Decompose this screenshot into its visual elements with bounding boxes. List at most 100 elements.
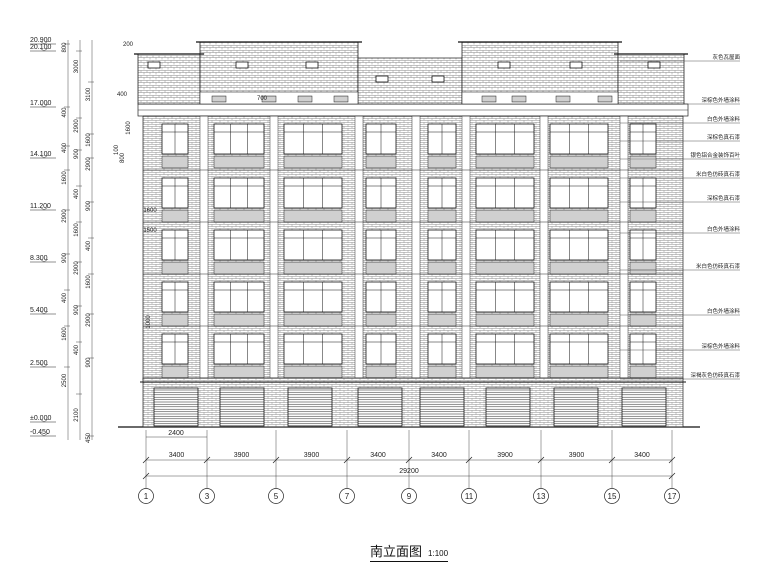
- pilaster: [411, 115, 421, 381]
- segment-dim-label: 3400: [169, 452, 185, 459]
- dim-slash: [272, 456, 280, 464]
- window: [427, 229, 457, 275]
- louver-panel: [629, 209, 657, 223]
- garage-door: [219, 387, 265, 427]
- left-dim-label: 2100: [74, 408, 80, 422]
- roof-middle: [357, 57, 463, 105]
- inner-dim-label: 200: [123, 42, 134, 48]
- window: [365, 281, 397, 327]
- vent-louver: [211, 95, 227, 103]
- segment-dim-label: 3900: [234, 452, 250, 459]
- window: [427, 177, 457, 223]
- louver-panel: [427, 155, 457, 169]
- drawing-labels: 20.90020.10017.00014.10011.2008.3005.400…: [30, 37, 740, 501]
- window: [283, 177, 343, 223]
- garage-door: [287, 387, 333, 427]
- garage-door: [553, 387, 599, 427]
- window: [549, 333, 609, 379]
- axis-label: 9: [407, 492, 412, 501]
- level-mark: [39, 432, 49, 437]
- inner-dim-label: 1500: [143, 228, 157, 234]
- dim-slash: [668, 472, 676, 480]
- axis-label: 11: [465, 492, 474, 501]
- louver-panel: [283, 365, 343, 379]
- louver-panel: [549, 209, 609, 223]
- left-dim-label: 400: [62, 142, 68, 153]
- dim-slash: [142, 456, 150, 464]
- window: [365, 229, 397, 275]
- window: [283, 281, 343, 327]
- drawing-scale: 1:100: [428, 549, 449, 558]
- window: [213, 177, 265, 223]
- window: [161, 123, 189, 169]
- top-deco-band: [199, 91, 359, 105]
- louver-panel: [549, 155, 609, 169]
- vent-louver: [511, 95, 527, 103]
- level-mark: [39, 363, 49, 368]
- window: [475, 229, 535, 275]
- garage-door: [419, 387, 465, 427]
- level-label: 17.000: [30, 100, 52, 107]
- window: [629, 123, 657, 169]
- dim-slash: [537, 456, 545, 464]
- window-frame: [549, 177, 609, 209]
- level-label: 20.100: [30, 44, 52, 51]
- louver-panel: [629, 155, 657, 169]
- axis-bubble: [533, 488, 549, 504]
- level-label: 20.900: [30, 37, 52, 44]
- level-mark: [39, 206, 49, 211]
- axis-bubble: [604, 488, 620, 504]
- louver-panel: [213, 313, 265, 327]
- level-mark: [39, 258, 49, 263]
- vent-louver: [597, 95, 613, 103]
- inner-dim-label: 400: [117, 92, 128, 98]
- left-dim-label: 2900: [86, 157, 92, 171]
- axis-bubble: [268, 488, 284, 504]
- louver-panel: [161, 365, 189, 379]
- louver-panel: [475, 261, 535, 275]
- window: [629, 281, 657, 327]
- vent-louver: [333, 95, 349, 103]
- louver-panel: [213, 155, 265, 169]
- left-dim-label: 2900: [74, 261, 80, 275]
- left-dim-label: 1600: [74, 223, 80, 237]
- vent-louver: [481, 95, 497, 103]
- level-label: 11.200: [30, 203, 51, 210]
- dormer-window: [375, 75, 389, 83]
- axis-bubble: [138, 488, 154, 504]
- material-callout: 深棕色真石漆: [707, 133, 741, 141]
- louver-panel: [283, 155, 343, 169]
- louver-panel: [629, 261, 657, 275]
- window-frame: [213, 281, 265, 313]
- left-dim-label: 450: [86, 432, 92, 443]
- pilaster: [354, 115, 364, 381]
- louver-panel: [475, 155, 535, 169]
- axis-label: 13: [537, 492, 546, 501]
- pilaster: [269, 115, 279, 381]
- window-frame: [475, 229, 535, 261]
- inner-dim-label: 100: [114, 144, 120, 155]
- dormer-window: [147, 61, 161, 69]
- window: [475, 281, 535, 327]
- vent-louver: [261, 95, 277, 103]
- window: [427, 123, 457, 169]
- left-dim-label: 400: [62, 107, 68, 118]
- level-mark: [39, 47, 49, 52]
- louver-panel: [283, 313, 343, 327]
- level-label: 2.500: [30, 360, 48, 367]
- material-callout: 白色外墙涂料: [707, 307, 741, 315]
- window: [161, 281, 189, 327]
- window-frame: [283, 281, 343, 313]
- left-dim-label: 900: [62, 252, 68, 263]
- pilaster: [461, 115, 471, 381]
- window-frame: [549, 229, 609, 261]
- level-mark: [39, 103, 49, 108]
- pilaster: [199, 115, 209, 381]
- window: [213, 333, 265, 379]
- axis-bubble: [339, 488, 355, 504]
- garage-door: [153, 387, 199, 427]
- louver-panel: [549, 261, 609, 275]
- dim-slash: [608, 456, 616, 464]
- louver-panel: [427, 313, 457, 327]
